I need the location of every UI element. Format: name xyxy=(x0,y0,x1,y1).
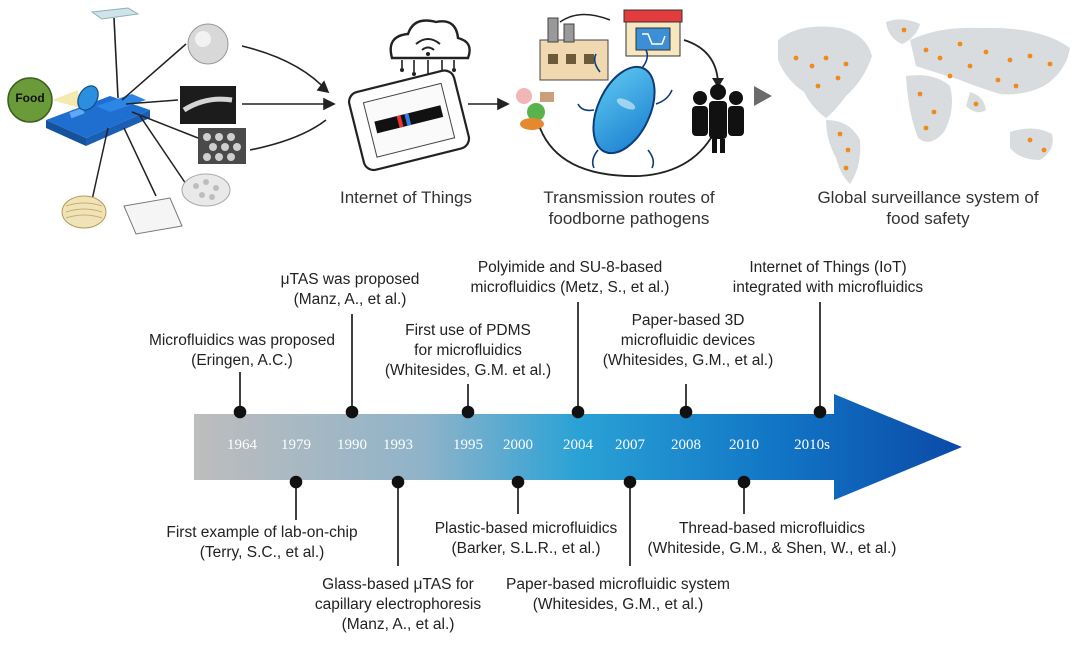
event-label-1995: First use of PDMS for microfluidics (Whi… xyxy=(384,322,552,379)
caption-global-surveillance: Global surveillance system of food safet… xyxy=(817,188,1039,228)
event-label-1964: Microfluidics was proposed (Eringen, A.C… xyxy=(148,332,336,369)
arrow-phone-to-transmission xyxy=(468,97,510,111)
event-label-1993: Glass-based μTAS for capillary electroph… xyxy=(314,576,482,633)
year-label-2008: 2008 xyxy=(671,437,701,453)
year-label-2004: 2004 xyxy=(563,437,593,453)
event-dot-1979 xyxy=(289,475,303,489)
event-dot-2007 xyxy=(623,475,637,489)
year-label-2010: 2010 xyxy=(729,437,759,453)
caption-transmission: Transmission routes of foodborne pathoge… xyxy=(543,188,715,228)
world-map xyxy=(778,19,1070,184)
map-surveillance-dots xyxy=(793,27,1053,171)
thread-spool-icon xyxy=(61,195,107,229)
year-label-1993: 1993 xyxy=(383,437,413,453)
event-label-2004: Polyimide and SU-8-based microfluidics (… xyxy=(470,259,670,296)
small-bacterium-icon xyxy=(77,85,99,111)
event-dot-1995 xyxy=(461,405,475,419)
particle-aggregate-icon xyxy=(181,173,231,207)
event-dot-2000 xyxy=(511,475,525,489)
year-label-1979: 1979 xyxy=(281,437,311,453)
event-dot-2010 xyxy=(737,475,751,489)
event-label-2010: Thread-based microfluidics (Whiteside, G… xyxy=(647,520,897,557)
event-label-1990: μTAS was proposed (Manz, A., et al.) xyxy=(280,271,420,308)
event-dot-1993 xyxy=(391,475,405,489)
factory-icon xyxy=(539,17,609,81)
glass-slide-icon xyxy=(90,7,140,20)
transmission-routes-illustration xyxy=(516,9,744,177)
food-label: Food xyxy=(15,91,45,105)
year-label-1995: 1995 xyxy=(453,437,483,453)
people-group-icon xyxy=(692,84,744,153)
event-dot-2008 xyxy=(679,405,693,419)
year-label-2010s: 2010s xyxy=(794,437,830,453)
caption-iot: Internet of Things xyxy=(340,188,472,207)
event-label-2008: Paper-based 3D microfluidic devices (Whi… xyxy=(602,312,774,369)
bacterium-icon xyxy=(577,49,673,169)
event-label-1979: First example of lab-on-chip (Terry, S.C… xyxy=(166,524,358,561)
vegetables-icon xyxy=(516,88,554,130)
event-dot-2010s xyxy=(813,405,827,419)
timeline-arrow xyxy=(194,394,962,500)
year-label-2007: 2007 xyxy=(615,437,645,453)
flow-arrows-to-phone xyxy=(241,45,336,151)
microfluidic-device-illustration xyxy=(7,7,246,235)
year-label-2000: 2000 xyxy=(503,437,533,453)
event-dot-2004 xyxy=(571,405,585,419)
event-label-2000: Plastic-based microfluidics (Barker, S.L… xyxy=(434,520,618,557)
timeline-connectors xyxy=(233,302,827,566)
shop-icon xyxy=(623,9,683,57)
paper-sheet-icon xyxy=(123,197,183,235)
arrow-to-map xyxy=(754,86,772,106)
event-label-2007: Paper-based microfluidic system (Whitesi… xyxy=(506,576,730,613)
event-label-2010s: Internet of Things (IoT) integrated with… xyxy=(732,259,924,296)
smartphone-icon xyxy=(347,69,471,172)
event-dot-1990 xyxy=(345,405,359,419)
cloud-wifi-icon xyxy=(389,19,471,78)
event-dot-1964 xyxy=(233,405,247,419)
year-label-1964: 1964 xyxy=(227,437,257,453)
year-label-1990: 1990 xyxy=(337,437,367,453)
